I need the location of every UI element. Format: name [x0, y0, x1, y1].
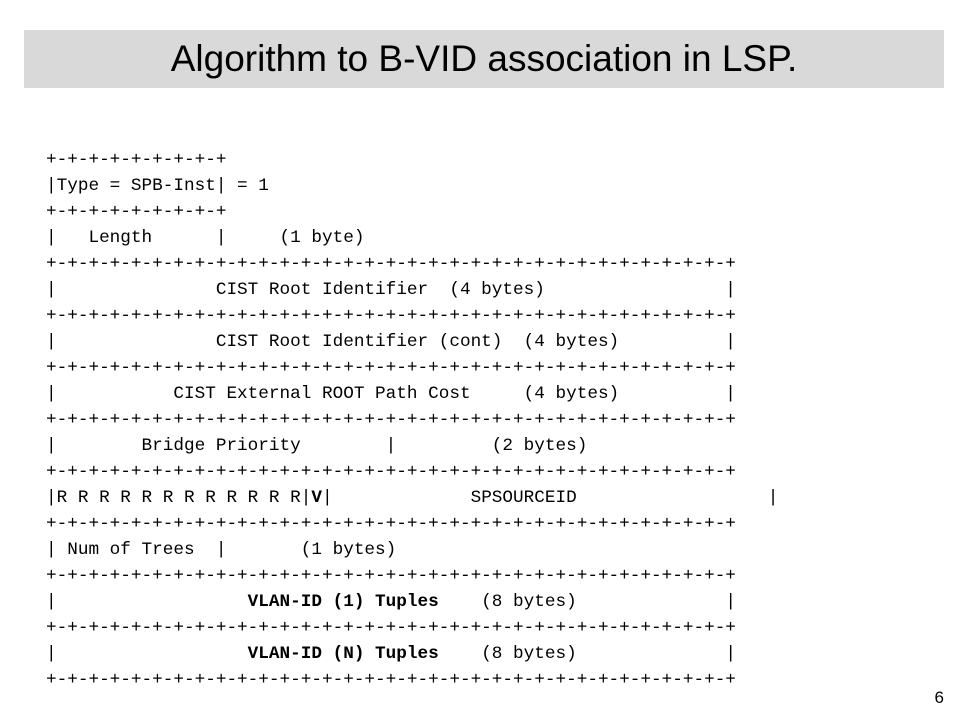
diagram-segment: (8 bytes) | [438, 592, 736, 612]
diagram-line: +-+-+-+-+-+-+-+-+ [46, 147, 926, 173]
diagram-segment: +-+-+-+-+-+-+-+-+-+-+-+-+-+-+-+-+-+-+-+-… [46, 254, 736, 274]
diagram-line: | Length | (1 byte) [46, 225, 926, 251]
diagram-line: |R R R R R R R R R R R R|V| SPSOURCEID | [46, 485, 926, 511]
diagram-line: +-+-+-+-+-+-+-+-+ [46, 199, 926, 225]
page-number: 6 [934, 688, 944, 707]
diagram-line: +-+-+-+-+-+-+-+-+-+-+-+-+-+-+-+-+-+-+-+-… [46, 303, 926, 329]
diagram-line: +-+-+-+-+-+-+-+-+-+-+-+-+-+-+-+-+-+-+-+-… [46, 459, 926, 485]
diagram-segment: +-+-+-+-+-+-+-+-+ [46, 150, 227, 170]
diagram-line: | Bridge Priority | (2 bytes) [46, 433, 926, 459]
diagram-segment: +-+-+-+-+-+-+-+-+-+-+-+-+-+-+-+-+-+-+-+-… [46, 670, 736, 690]
diagram-segment: +-+-+-+-+-+-+-+-+-+-+-+-+-+-+-+-+-+-+-+-… [46, 306, 736, 326]
diagram-line: +-+-+-+-+-+-+-+-+-+-+-+-+-+-+-+-+-+-+-+-… [46, 251, 926, 277]
diagram-segment: | CIST Root Identifier (cont) (4 bytes) … [46, 332, 736, 352]
diagram-bold-segment: VLAN-ID (N) Tuples [247, 644, 439, 664]
diagram-bold-segment: VLAN-ID (1) Tuples [247, 592, 439, 612]
diagram-segment: | SPSOURCEID | [321, 488, 779, 508]
diagram-segment: (8 bytes) | [438, 644, 736, 664]
diagram-segment: | [46, 592, 248, 612]
diagram-line: +-+-+-+-+-+-+-+-+-+-+-+-+-+-+-+-+-+-+-+-… [46, 407, 926, 433]
diagram-segment: | CIST Root Identifier (4 bytes) | [46, 280, 736, 300]
diagram-line: +-+-+-+-+-+-+-+-+-+-+-+-+-+-+-+-+-+-+-+-… [46, 667, 926, 693]
diagram-segment: +-+-+-+-+-+-+-+-+-+-+-+-+-+-+-+-+-+-+-+-… [46, 514, 736, 534]
diagram-bold-segment: V [311, 488, 322, 508]
diagram-segment: | Bridge Priority | (2 bytes) [46, 436, 588, 456]
diagram-segment: +-+-+-+-+-+-+-+-+-+-+-+-+-+-+-+-+-+-+-+-… [46, 566, 736, 586]
diagram-segment: +-+-+-+-+-+-+-+-+-+-+-+-+-+-+-+-+-+-+-+-… [46, 358, 736, 378]
diagram-segment: +-+-+-+-+-+-+-+-+ [46, 202, 227, 222]
slide-title: Algorithm to B-VID association in LSP. [170, 38, 798, 79]
diagram-line: +-+-+-+-+-+-+-+-+-+-+-+-+-+-+-+-+-+-+-+-… [46, 615, 926, 641]
diagram-line: +-+-+-+-+-+-+-+-+-+-+-+-+-+-+-+-+-+-+-+-… [46, 563, 926, 589]
diagram-line: | CIST External ROOT Path Cost (4 bytes)… [46, 381, 926, 407]
diagram-line: |Type = SPB-Inst| = 1 [46, 173, 926, 199]
diagram-segment: +-+-+-+-+-+-+-+-+-+-+-+-+-+-+-+-+-+-+-+-… [46, 618, 736, 638]
diagram-segment: | Length | (1 byte) [46, 228, 365, 248]
diagram-line: | CIST Root Identifier (4 bytes) | [46, 277, 926, 303]
tlv-packet-diagram: +-+-+-+-+-+-+-+-+ |Type = SPB-Inst| = 1 +-… [46, 147, 926, 693]
diagram-line: | Num of Trees | (1 bytes) [46, 537, 926, 563]
diagram-segment: | CIST External ROOT Path Cost (4 bytes)… [46, 384, 736, 404]
diagram-line: | CIST Root Identifier (cont) (4 bytes) … [46, 329, 926, 355]
title-bar: Algorithm to B-VID association in LSP. [24, 30, 944, 88]
diagram-line: | VLAN-ID (1) Tuples (8 bytes) | [46, 589, 926, 615]
diagram-segment: | [46, 644, 248, 664]
diagram-line: +-+-+-+-+-+-+-+-+-+-+-+-+-+-+-+-+-+-+-+-… [46, 511, 926, 537]
diagram-line: | VLAN-ID (N) Tuples (8 bytes) | [46, 641, 926, 667]
diagram-segment: |Type = SPB-Inst| = 1 [46, 176, 269, 196]
diagram-segment: +-+-+-+-+-+-+-+-+-+-+-+-+-+-+-+-+-+-+-+-… [46, 462, 736, 482]
diagram-segment: |R R R R R R R R R R R R| [46, 488, 312, 508]
diagram-segment: | Num of Trees | (1 bytes) [46, 540, 397, 560]
diagram-segment: +-+-+-+-+-+-+-+-+-+-+-+-+-+-+-+-+-+-+-+-… [46, 410, 736, 430]
diagram-line: +-+-+-+-+-+-+-+-+-+-+-+-+-+-+-+-+-+-+-+-… [46, 355, 926, 381]
